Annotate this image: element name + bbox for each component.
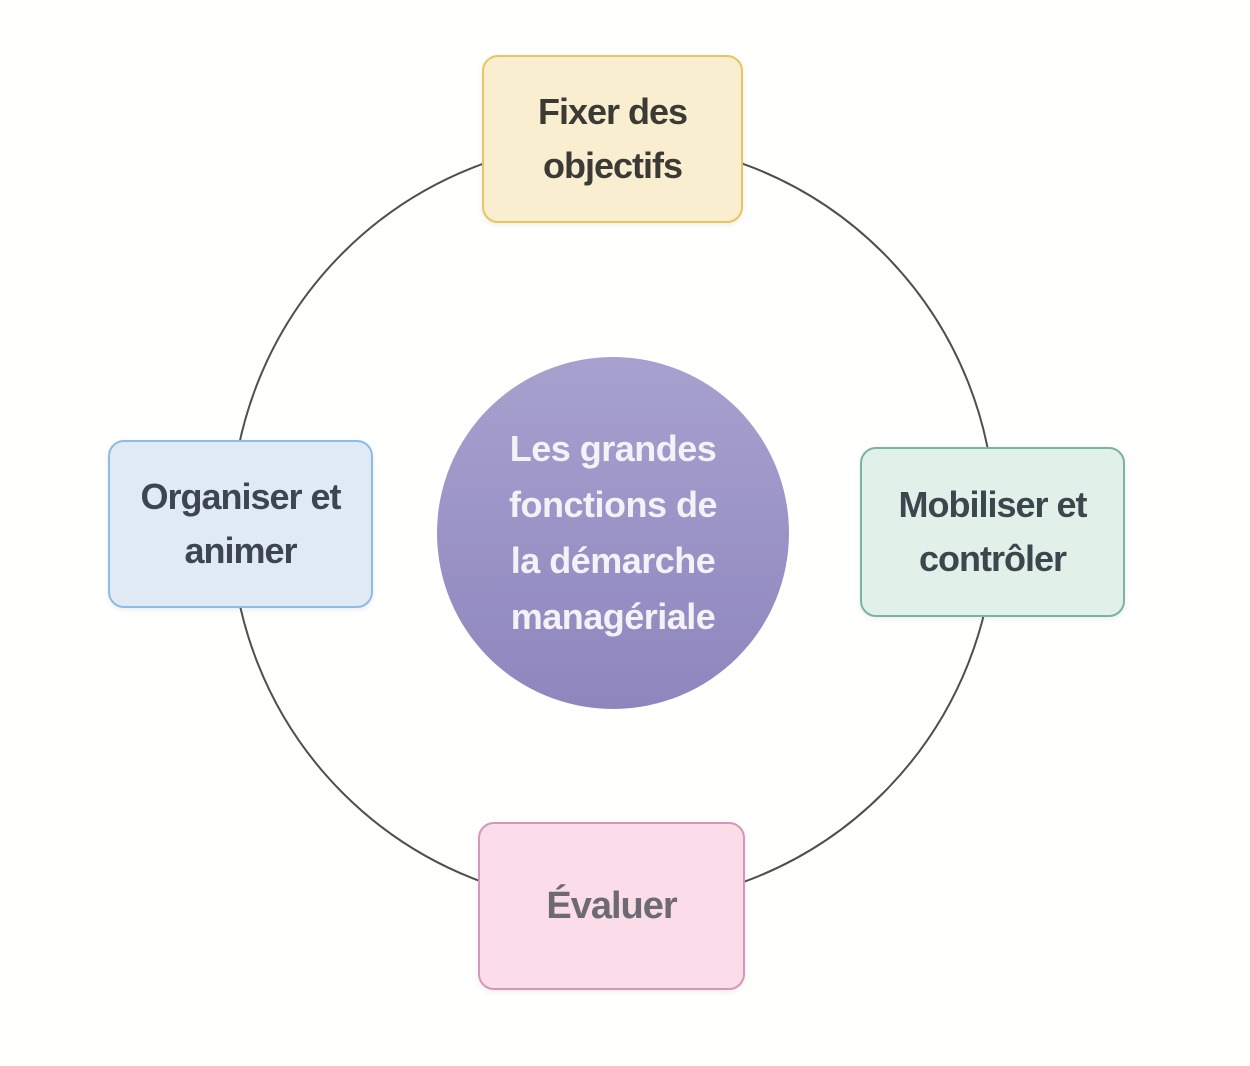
node-label: Évaluer (546, 884, 677, 927)
node-evaluer: Évaluer (478, 822, 745, 990)
node-label: Mobiliser et contrôler (898, 484, 1087, 579)
center-hub-circle: Les grandes fonctions de la démarche man… (437, 357, 789, 709)
node-mobiliser-et-controler: Mobiliser et contrôler (860, 447, 1125, 617)
node-organiser-et-animer: Organiser et animer (108, 440, 373, 608)
center-hub-label: Les grandes fonctions de la démarche man… (509, 428, 718, 637)
node-label: Organiser et animer (140, 476, 341, 571)
node-fixer-des-objectifs: Fixer des objectifs (482, 55, 743, 223)
node-label: Fixer des objectifs (537, 91, 688, 186)
